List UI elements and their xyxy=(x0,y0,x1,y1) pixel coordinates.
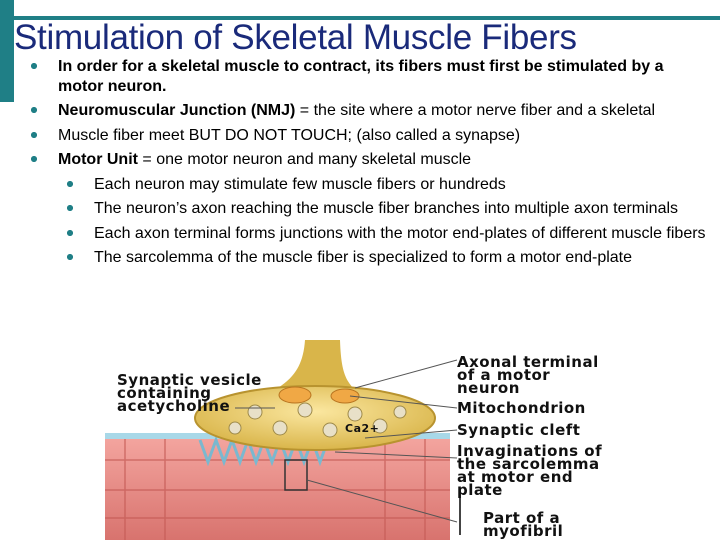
label-synaptic-cleft: Synaptic cleft xyxy=(457,421,581,439)
axon xyxy=(275,340,355,390)
bullet-marker-icon xyxy=(31,131,37,138)
bullet: In order for a skeletal muscle to contra… xyxy=(28,57,712,96)
sub-bullet: Each axon terminal forms junctions with … xyxy=(64,224,712,244)
bullet-text: The neuron’s axon reaching the muscle fi… xyxy=(94,200,679,217)
bullet-marker-icon xyxy=(67,229,73,236)
bullet-marker-icon xyxy=(31,107,37,113)
bullet-text: Muscle fiber meet BUT DO NOT TOUCH; (als… xyxy=(58,126,521,144)
bullet-text: Each neuron may stimulate few muscle fib… xyxy=(94,175,506,193)
title-rule xyxy=(14,16,720,20)
label-invaginations: Invaginations of the sarcolemma at motor… xyxy=(457,442,603,499)
bullet-marker-icon xyxy=(67,180,73,187)
slide-title: Stimulation of Skeletal Muscle Fibers xyxy=(14,18,577,57)
myofibril-striations xyxy=(105,435,450,540)
label-myofibril: Part of a myofibril xyxy=(483,509,564,540)
label-calcium: Ca2+ xyxy=(345,422,380,435)
sub-bullet: Each neuron may stimulate few muscle fib… xyxy=(64,175,712,195)
myofibril-highlight-box xyxy=(284,459,308,491)
bullet-marker-icon xyxy=(67,205,73,211)
bullet-marker-icon xyxy=(31,156,37,162)
synaptic-vesicles xyxy=(228,402,407,438)
bullet-list: In order for a skeletal muscle to contra… xyxy=(28,57,712,273)
leader-lines xyxy=(235,359,458,523)
label-synaptic-vesicle: Synaptic vesicle containing acetycholine xyxy=(117,371,262,415)
bullet-text: In order for a skeletal muscle to contra… xyxy=(58,58,664,95)
title-accent-bar xyxy=(0,0,14,102)
bullet: Motor Unit = one motor neuron and many s… xyxy=(28,150,712,170)
label-mitochondrion: Mitochondrion xyxy=(457,399,586,417)
muscle-fiber xyxy=(105,435,450,540)
bullet: Neuromuscular Junction (NMJ) = the site … xyxy=(28,101,712,121)
bullet-text: The sarcolemma of the muscle fiber is sp… xyxy=(94,249,633,266)
bullet-text: Each axon terminal forms junctions with … xyxy=(94,224,706,242)
axon-terminal xyxy=(194,385,436,451)
nmj-illustration xyxy=(105,340,461,540)
bullet-text: Motor Unit xyxy=(58,151,138,168)
mitochondria xyxy=(278,386,360,404)
bullet-text: = one motor neuron and many skeletal mus… xyxy=(137,151,472,168)
bullet-marker-icon xyxy=(67,254,73,260)
sub-bullet: The neuron’s axon reaching the muscle fi… xyxy=(64,199,712,219)
bullet-text: Neuromuscular Junction (NMJ) xyxy=(58,102,296,119)
bullet-marker-icon xyxy=(31,63,37,69)
nmj-diagram: Synaptic vesicle containing acetycholine… xyxy=(105,340,720,540)
label-axonal-terminal: Axonal terminal of a motor neuron xyxy=(457,353,599,397)
sub-bullet: The sarcolemma of the muscle fiber is sp… xyxy=(64,248,712,268)
bullet-text: = the site where a motor nerve fiber and… xyxy=(295,102,656,119)
bullet: Muscle fiber meet BUT DO NOT TOUCH; (als… xyxy=(28,126,712,146)
